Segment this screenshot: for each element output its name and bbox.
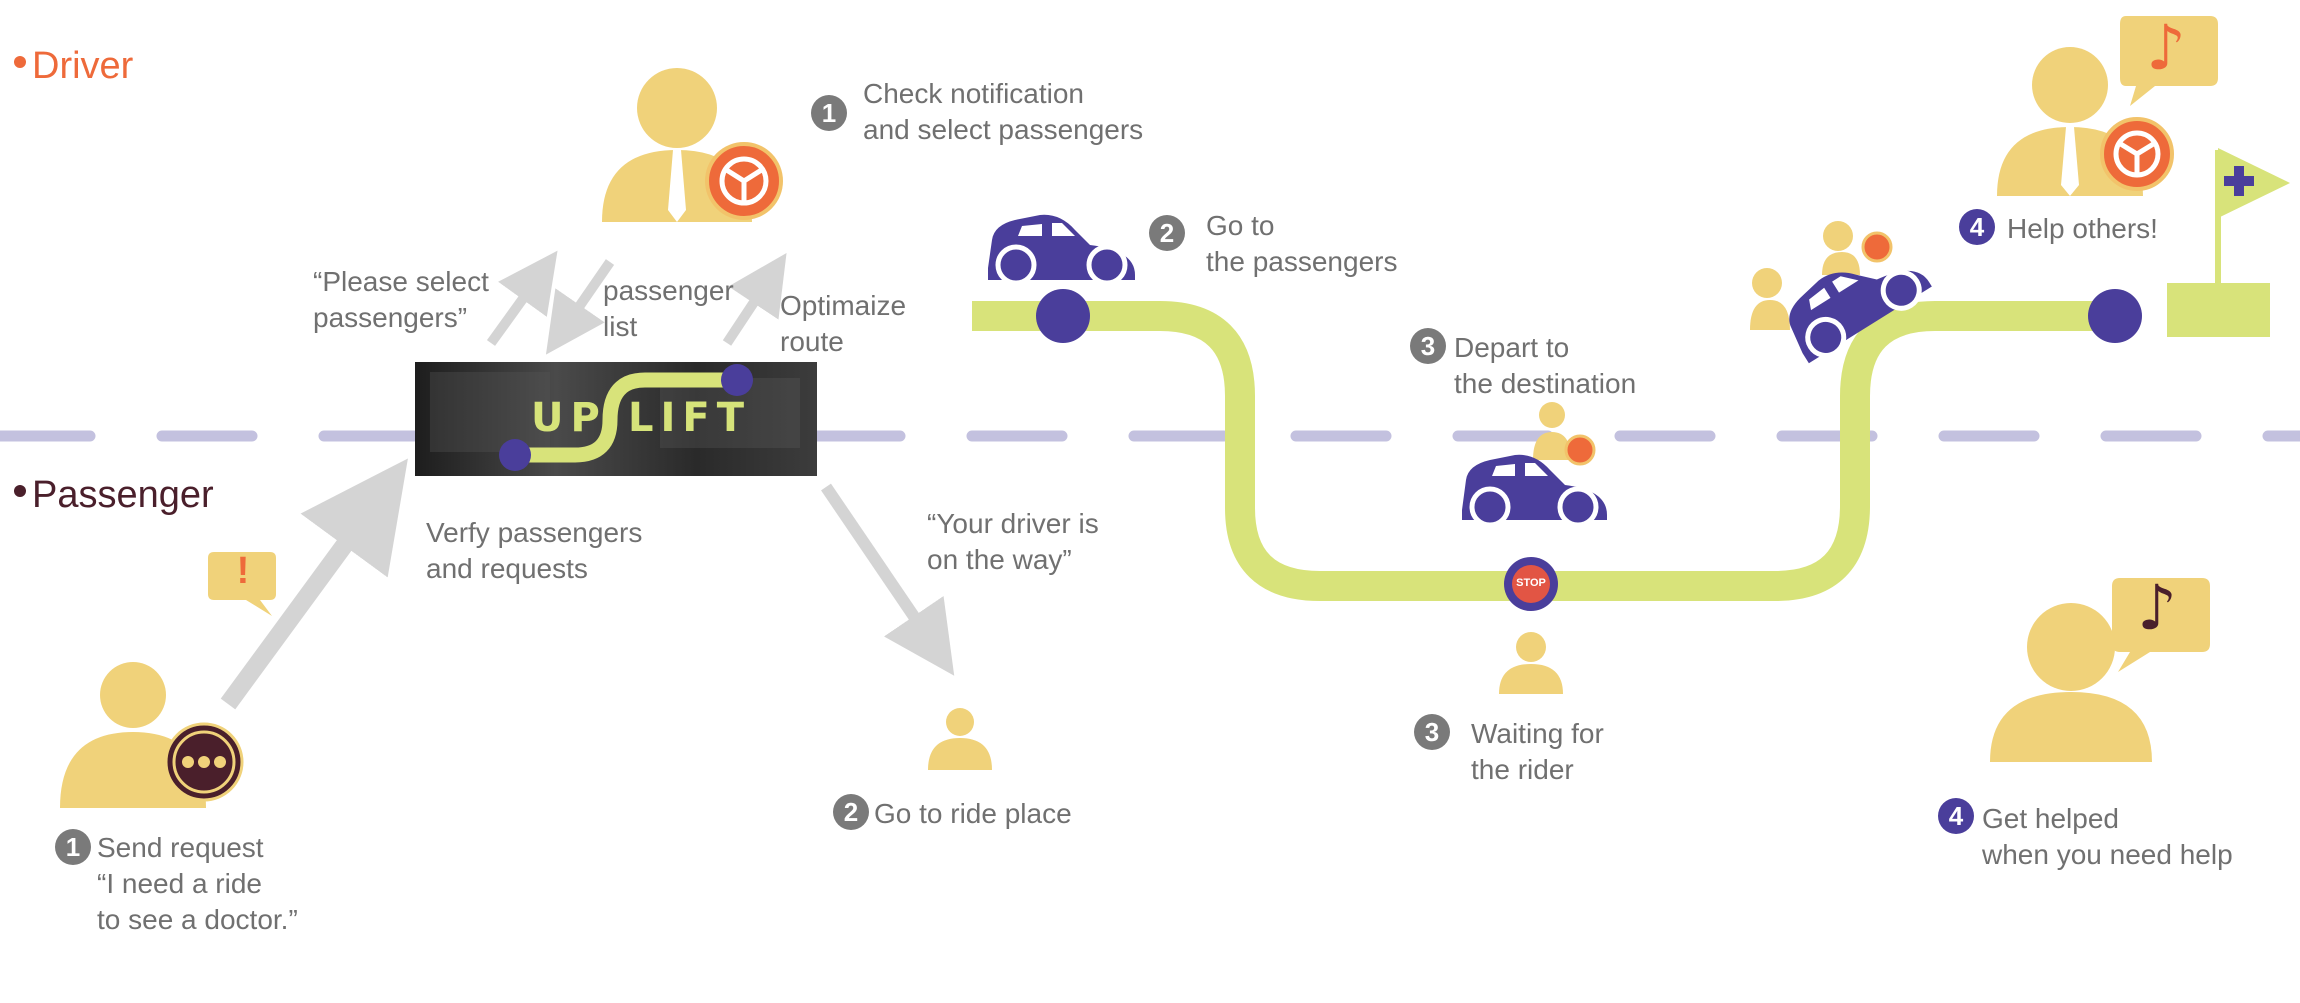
badge-passenger-1: 1 xyxy=(55,829,91,865)
logo-text-up: UP xyxy=(531,395,607,441)
badge-driver-1: 1 xyxy=(811,95,847,131)
step-line: Go to xyxy=(1206,210,1275,241)
arrow-optimize xyxy=(722,252,787,346)
flow-line: list xyxy=(603,311,638,342)
driver-dot-icon xyxy=(14,56,26,68)
step-passenger-wait: Waiting for the rider xyxy=(1471,716,1604,788)
flow-line: passengers” xyxy=(313,302,468,333)
step-passenger-helped: Get helped when you need help xyxy=(1982,801,2233,873)
arrow-passenger-list xyxy=(545,259,615,355)
step-line: the rider xyxy=(1471,754,1574,785)
car-with-driver-icon xyxy=(1462,402,1607,528)
arrow-driver-on-way xyxy=(821,483,955,676)
flow-driver-on-way: “Your driver is on the way” xyxy=(927,506,1099,578)
logo-text-lift: LIFT xyxy=(628,395,751,441)
car-with-riders-icon xyxy=(1750,221,1932,364)
step-line: Check notification xyxy=(863,78,1085,109)
role-label-passenger: Passenger xyxy=(14,474,214,517)
music-bubble-passenger-icon xyxy=(2112,578,2210,672)
passenger-dot-icon xyxy=(14,485,26,497)
stop-sign-icon xyxy=(1504,557,1558,611)
route-end-stop xyxy=(2088,289,2142,343)
step-line: “I need a ride xyxy=(97,868,262,899)
step-line: the destination xyxy=(1454,368,1637,399)
flow-line: and requests xyxy=(426,553,588,584)
flow-line: route xyxy=(780,326,844,357)
step-driver-go: Go to the passengers xyxy=(1206,208,1397,280)
arrow-please-select xyxy=(486,250,558,346)
music-bubble-icon xyxy=(2120,16,2218,106)
step-line: the passengers xyxy=(1206,246,1398,277)
flow-line: “Your driver is xyxy=(927,508,1099,539)
music-note-driver-glyph: ♪ xyxy=(2146,11,2186,84)
uplift-logo xyxy=(415,362,817,476)
step-line: Depart to xyxy=(1454,332,1570,363)
route-path xyxy=(972,301,2115,601)
music-note-passenger-glyph: ♪ xyxy=(2137,571,2177,644)
step-passenger-go: Go to ride place xyxy=(874,796,1072,832)
flow-line: passenger xyxy=(603,275,734,306)
step-passenger-send: Send request “I need a ride to see a doc… xyxy=(97,830,298,938)
passenger-at-ride-place-icon xyxy=(928,708,992,770)
helping-driver-icon xyxy=(1997,47,2174,196)
goal-flag-icon xyxy=(2167,148,2290,337)
waiting-passenger-icon xyxy=(1499,632,1563,694)
badge-driver-2: 2 xyxy=(1149,215,1185,251)
arrow-request xyxy=(220,458,408,710)
steering-wheel-icon xyxy=(705,142,783,220)
step-driver-help: Help others! xyxy=(2007,211,2158,247)
step-line: Get helped xyxy=(1982,803,2119,834)
step-line: when you need help xyxy=(1982,839,2233,870)
route-start-stop xyxy=(1036,289,1090,343)
step-line: Go to ride place xyxy=(874,798,1072,829)
alert-glyph: ! xyxy=(236,550,250,592)
badge-passenger-2: 2 xyxy=(833,794,869,830)
step-driver-depart: Depart to the destination xyxy=(1454,330,1636,402)
role-label-driver: Driver xyxy=(14,45,133,88)
step-line: Help others! xyxy=(2007,213,2158,244)
flow-please-select: “Please select passengers” xyxy=(313,264,489,336)
flow-passenger-list: passenger list xyxy=(603,273,734,345)
badge-driver-4: 4 xyxy=(1959,209,1995,245)
more-options-icon xyxy=(164,722,244,802)
flow-line: Verfy passengers xyxy=(426,517,643,548)
flow-optimize-route: Optimaize route xyxy=(780,288,906,360)
badge-driver-3: 3 xyxy=(1410,328,1446,364)
car-icon xyxy=(988,214,1135,286)
helped-passenger-icon xyxy=(1990,603,2152,762)
step-driver-check: Check notification and select passengers xyxy=(863,76,1143,148)
badge-passenger-4: 4 xyxy=(1938,798,1974,834)
step-line: and select passengers xyxy=(863,114,1144,145)
flow-line: “Please select xyxy=(313,266,489,297)
badge-passenger-3: 3 xyxy=(1414,714,1450,750)
step-line: Waiting for xyxy=(1471,718,1604,749)
flow-verify: Verfy passengers and requests xyxy=(426,515,642,587)
alert-bubble-icon xyxy=(208,552,276,616)
step-line: Send request xyxy=(97,832,264,863)
step-line: to see a doctor.” xyxy=(97,904,298,935)
flow-line: Optimaize xyxy=(780,290,907,321)
stop-sign-label: STOP xyxy=(1516,577,1546,589)
flow-line: on the way” xyxy=(927,544,1072,575)
